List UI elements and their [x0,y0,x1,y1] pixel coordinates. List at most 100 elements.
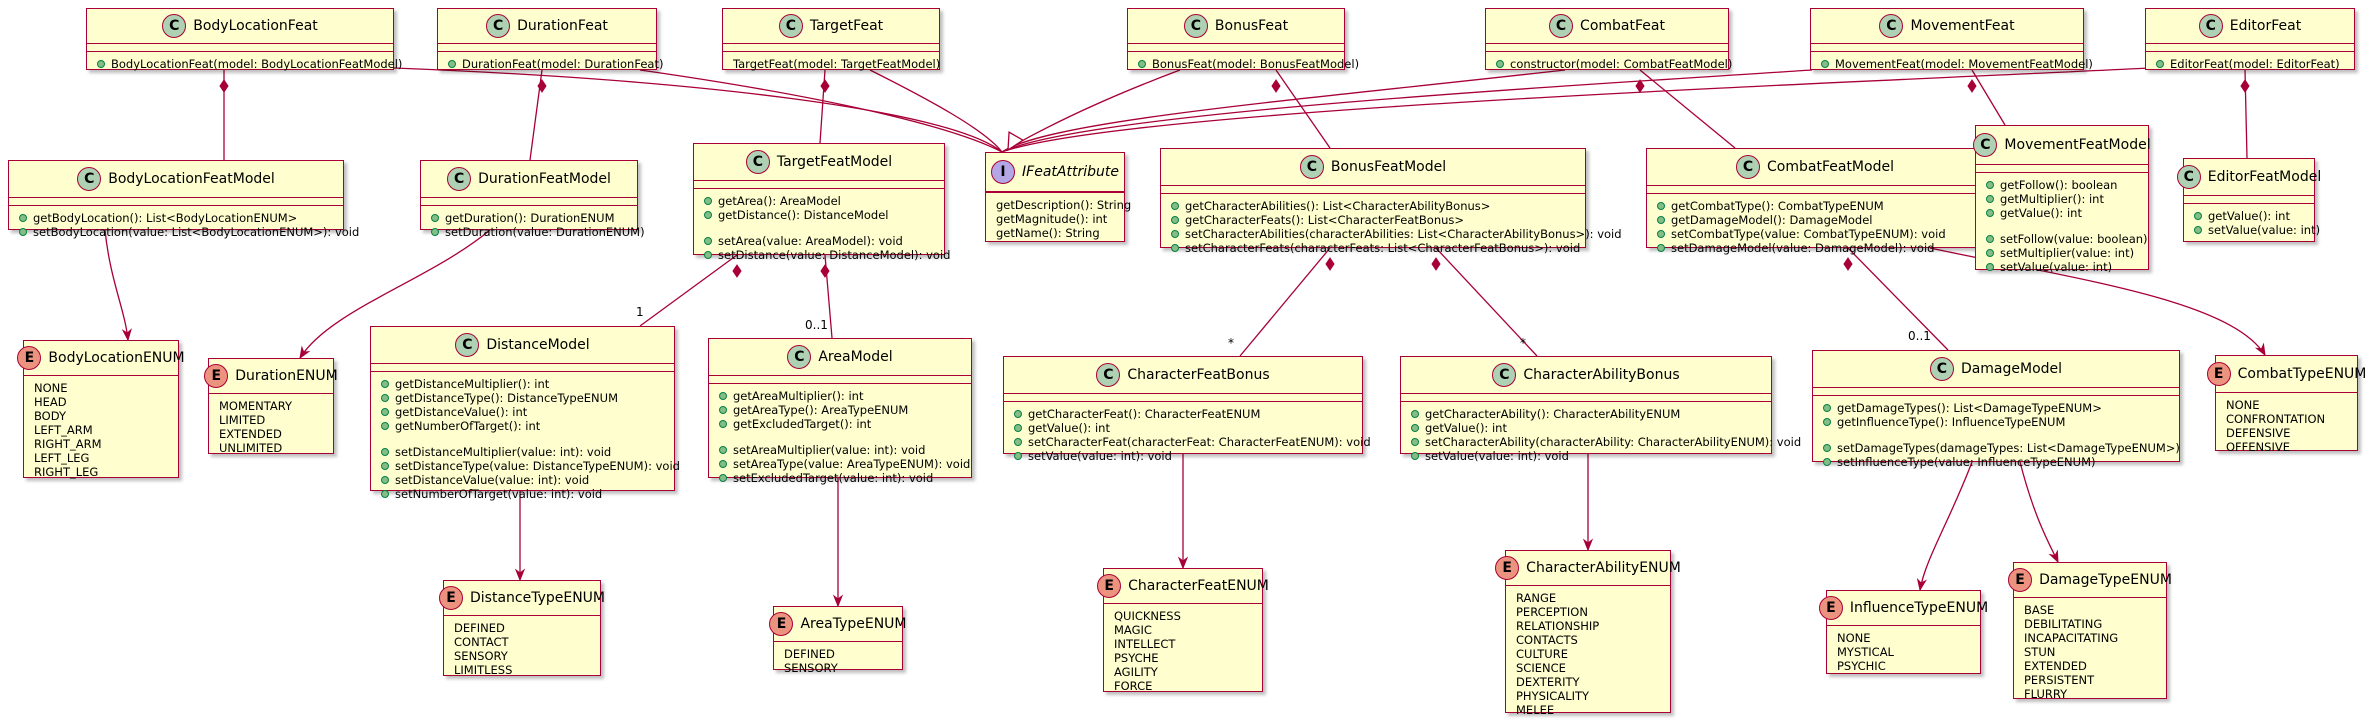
method-signature: getDistanceMultiplier(): int [395,377,550,391]
method-spacer [1823,429,2169,441]
damage-model-to-damage-type [2019,461,2059,563]
method-signature: setExcludedTarget(value: int): void [733,471,934,485]
enum-value: RIGHT_ARM [34,437,102,451]
method-signature: getCharacterAbility(): CharacterAbilityE… [1425,407,1681,421]
fields-compartment [1401,394,1771,401]
method-signature: setCharacterFeats(characterFeats: List<C… [1185,241,1581,255]
class-name: DurationFeatModel [478,171,611,187]
enum-value: MOMENTARY [219,399,293,413]
method-signature: setNumberOfTarget(value: int): void [395,487,603,501]
fields-compartment [9,198,343,205]
enum-value: MYSTICAL [1837,645,1894,659]
public-visibility-icon [1657,244,1665,252]
method-signature: getCharacterFeats(): List<CharacterFeatB… [1185,213,1465,227]
method: getValue(): int [1411,421,1761,435]
method: MovementFeat(model: MovementFeatModel) [1821,57,2093,71]
body-location-feat-implements-ifeat-attribute [393,67,1003,153]
enum-icon: E [17,346,42,370]
method: setCharacterAbilities(characterAbilities… [1171,227,1622,241]
method: setValue(value: int): void [1411,449,1761,463]
method: getDistanceValue(): int [381,405,664,419]
public-visibility-icon [1986,181,1994,189]
public-visibility-icon [719,474,727,482]
method-signature: setBodyLocation(value: List<BodyLocation… [33,225,360,239]
public-visibility-icon [1986,209,1994,217]
class-name: BonusFeat [1214,18,1289,34]
methods-compartment: BodyLocationFeat(model: BodyLocationFeat… [87,51,402,77]
distance-model-to-type-enum-arrowhead [514,568,526,582]
method-signature: MovementFeat(model: MovementFeatModel) [1835,57,2093,71]
methods-compartment: EditorFeat(model: EditorFeat) [2146,51,2354,77]
class-name: DurationFeat [517,18,608,34]
enum-value: FLURRY [2024,687,2068,701]
public-visibility-icon [1821,60,1829,68]
enum-icon: E [1495,556,1520,580]
public-visibility-icon [1411,452,1419,460]
method-signature: getFollow(): boolean [2000,178,2118,192]
class-icon: C [1879,14,1904,38]
method: setBodyLocation(value: List<BodyLocation… [19,225,359,239]
method-signature: setCombatType(value: CombatTypeENUM): vo… [1671,227,1946,241]
method: TargetFeat(model: TargetFeatModel) [733,57,940,71]
method: setArea(value: AreaModel): void [704,234,934,248]
public-visibility-icon [704,197,712,205]
enum-value: INCAPACITATING [2024,631,2119,645]
enum-value: MAGIC [1114,623,1152,637]
target-feat-owns-model-diamond [820,79,830,93]
fields-compartment [1004,394,1362,401]
bonus-feat-implements-ifeat-attribute [1001,69,1181,153]
method: getExcludedTarget(): int [719,417,961,431]
enum-value: FORCE [1114,679,1153,693]
public-visibility-icon [1014,410,1022,418]
enum-value: HEAD [34,395,67,409]
method-signature: TargetFeat(model: TargetFeatModel) [733,57,941,71]
target-model-owns-area-diamond [820,264,830,278]
method: getDuration(): DurationENUM [431,211,627,225]
class-icon: C [778,14,803,38]
method: getFollow(): boolean [1986,178,2138,192]
enum-icon: E [1097,574,1122,598]
public-visibility-icon [2194,212,2202,220]
enum-value: RIGHT_LEG [34,465,99,479]
method: getInfluenceType(): InfluenceTypeENUM [1823,415,2169,429]
class-name: CombatTypeENUM [2237,366,2367,382]
